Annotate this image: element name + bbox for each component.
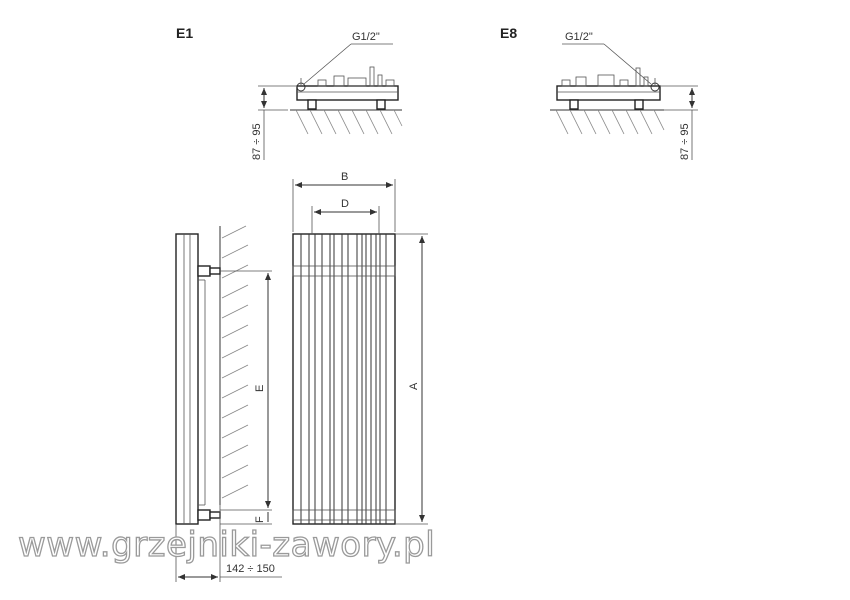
bottom-offset-label: F: [254, 516, 266, 523]
e1-foot-left: [307, 99, 317, 110]
e1-connection-label: G1/2": [352, 31, 380, 43]
e8-wall-hatching: [555, 109, 665, 135]
side-wall-hatching: [221, 225, 249, 499]
side-bracket-top: [197, 265, 211, 277]
e8-connection-label: G1/2": [565, 31, 593, 43]
e8-radiator-body: [556, 85, 661, 101]
front-radiator-columns: [300, 234, 387, 524]
height-label: A: [408, 382, 420, 390]
side-view: E F 142 ÷ 150: [175, 225, 282, 582]
depth-label: 142 ÷ 150: [226, 563, 275, 575]
e1-wall-distance: 87 ÷ 95: [251, 123, 263, 160]
front-view: B D A: [292, 171, 428, 525]
width-label: B: [341, 171, 348, 183]
e8-label: E8: [500, 25, 517, 41]
front-top-header: [292, 265, 396, 277]
e8-top-view: E8 G1/2" 87 ÷ 95: [500, 25, 698, 160]
side-bracket-bottom: [197, 509, 211, 521]
e1-label: E1: [176, 25, 193, 41]
inner-width-label: D: [341, 198, 349, 210]
e1-radiator-body: [296, 85, 399, 101]
e8-valve: [635, 67, 641, 87]
front-radiator-frame: [292, 233, 396, 525]
e1-wall-hatching: [295, 109, 403, 135]
e1-valve: [369, 66, 375, 87]
e8-foot-right: [634, 99, 644, 110]
side-radiator-body: [175, 233, 199, 525]
e8-foot-left: [569, 99, 579, 110]
front-bottom-header: [292, 509, 396, 521]
e8-wall-distance: 87 ÷ 95: [679, 123, 691, 160]
bracket-spacing-label: E: [254, 385, 266, 392]
e1-foot-right: [376, 99, 386, 110]
watermark-text: www.grzejniki-zawory.pl: [18, 525, 435, 565]
e1-top-view: E1 G1/2": [176, 25, 403, 160]
